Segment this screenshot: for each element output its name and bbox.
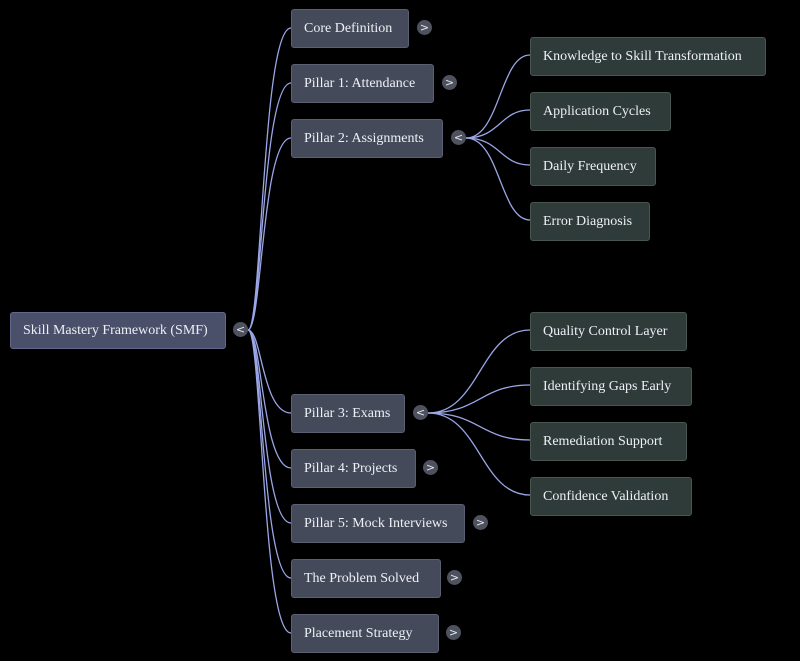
root-collapse-toggle[interactable]: <	[233, 322, 248, 337]
branch-problem-solved[interactable]: The Problem Solved	[291, 559, 441, 598]
problem-solved-expand-toggle[interactable]: >	[447, 570, 462, 585]
edge-root-pillar-2	[247, 137, 292, 331]
core-definition-expand-toggle[interactable]: >	[417, 20, 432, 35]
placement-strategy-expand-toggle[interactable]: >	[446, 625, 461, 640]
leaf-daily-frequency[interactable]: Daily Frequency	[530, 147, 656, 186]
pillar-5-expand-toggle[interactable]: >	[473, 515, 488, 530]
edge-pillar-3-quality	[427, 329, 531, 414]
branch-pillar-3-exams[interactable]: Pillar 3: Exams	[291, 394, 405, 433]
pillar-4-expand-toggle[interactable]: >	[423, 460, 438, 475]
edge-root-pillar-1	[247, 82, 292, 331]
leaf-confidence-validation[interactable]: Confidence Validation	[530, 477, 692, 516]
pillar-3-collapse-toggle[interactable]: <	[413, 405, 428, 420]
branch-pillar-4-projects[interactable]: Pillar 4: Projects	[291, 449, 416, 488]
branch-pillar-5-mock-interviews[interactable]: Pillar 5: Mock Interviews	[291, 504, 465, 543]
leaf-application-cycles[interactable]: Application Cycles	[530, 92, 671, 131]
edge-root-placement-strategy	[247, 329, 292, 634]
edge-root-pillar-3	[247, 329, 292, 414]
leaf-quality-control[interactable]: Quality Control Layer	[530, 312, 687, 351]
edge-pillar-3-remediation	[427, 412, 531, 441]
branch-pillar-1-attendance[interactable]: Pillar 1: Attendance	[291, 64, 434, 103]
leaf-remediation-support[interactable]: Remediation Support	[530, 422, 687, 461]
pillar-1-expand-toggle[interactable]: >	[442, 75, 457, 90]
edge-pillar-2-daily	[465, 137, 531, 166]
edge-pillar-2-knowledge	[465, 54, 531, 139]
edge-root-problem-solved	[247, 329, 292, 579]
edge-root-core-definition	[247, 27, 292, 331]
edge-pillar-3-gaps	[427, 384, 531, 414]
branch-placement-strategy[interactable]: Placement Strategy	[291, 614, 439, 653]
edge-pillar-2-error	[465, 137, 531, 221]
leaf-error-diagnosis[interactable]: Error Diagnosis	[530, 202, 650, 241]
root-node[interactable]: Skill Mastery Framework (SMF)	[10, 312, 226, 349]
leaf-knowledge-to-skill[interactable]: Knowledge to Skill Transformation	[530, 37, 766, 76]
pillar-2-collapse-toggle[interactable]: <	[451, 130, 466, 145]
edge-pillar-3-confidence	[427, 412, 531, 496]
branch-pillar-2-assignments[interactable]: Pillar 2: Assignments	[291, 119, 443, 158]
leaf-identifying-gaps[interactable]: Identifying Gaps Early	[530, 367, 692, 406]
branch-core-definition[interactable]: Core Definition	[291, 9, 409, 48]
edge-pillar-2-application	[465, 109, 531, 139]
